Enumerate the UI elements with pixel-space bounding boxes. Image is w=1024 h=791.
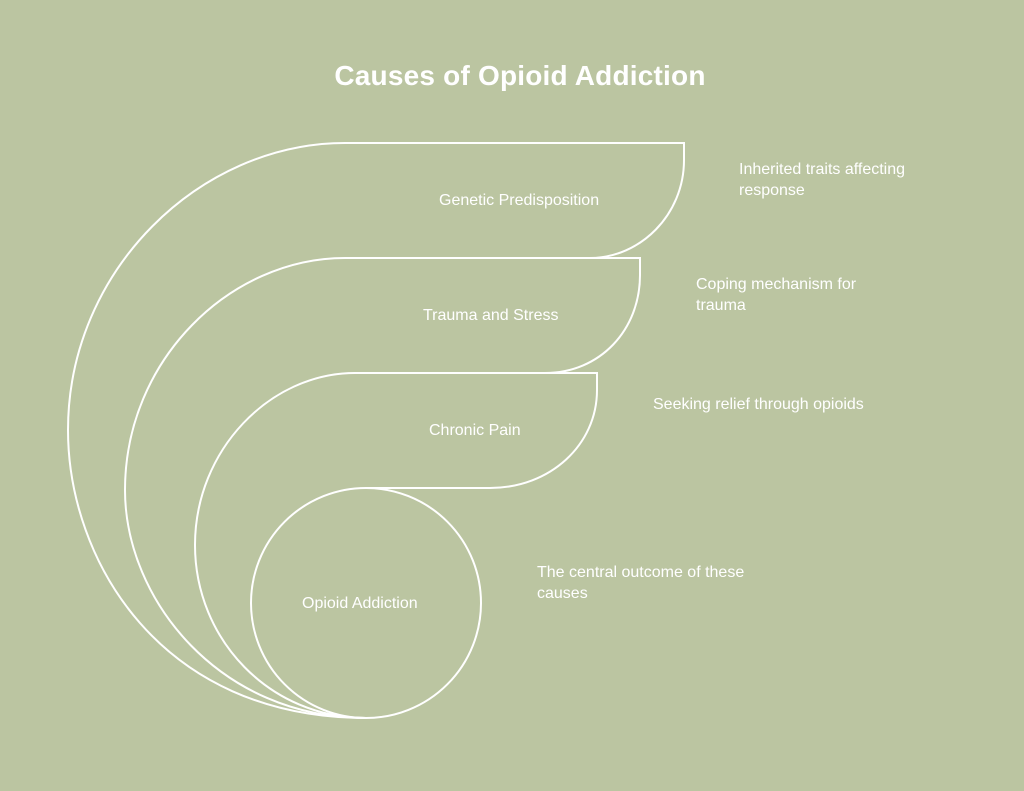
core-label-opioid-addiction: Opioid Addiction xyxy=(302,595,418,612)
description-genetic-predisposition: Inherited traits affecting response xyxy=(739,161,906,199)
layer-shape-genetic-predisposition xyxy=(66,142,685,719)
layer-label-trauma-and-stress: Trauma and Stress xyxy=(423,307,559,324)
layer-label-chronic-pain: Chronic Pain xyxy=(429,422,521,439)
description-opioid-addiction: The central outcome of these causes xyxy=(537,564,745,602)
description-chronic-pain: Seeking relief through opioids xyxy=(653,396,864,413)
diagram-title: Causes of Opioid Addiction xyxy=(334,60,706,91)
core-circle-opioid-addiction xyxy=(250,487,482,719)
description-trauma-and-stress: Coping mechanism for trauma xyxy=(696,276,857,314)
layer-shape-chronic-pain xyxy=(193,372,598,719)
layer-shape-trauma-and-stress xyxy=(123,257,641,719)
layer-label-genetic-predisposition: Genetic Predisposition xyxy=(439,192,600,209)
